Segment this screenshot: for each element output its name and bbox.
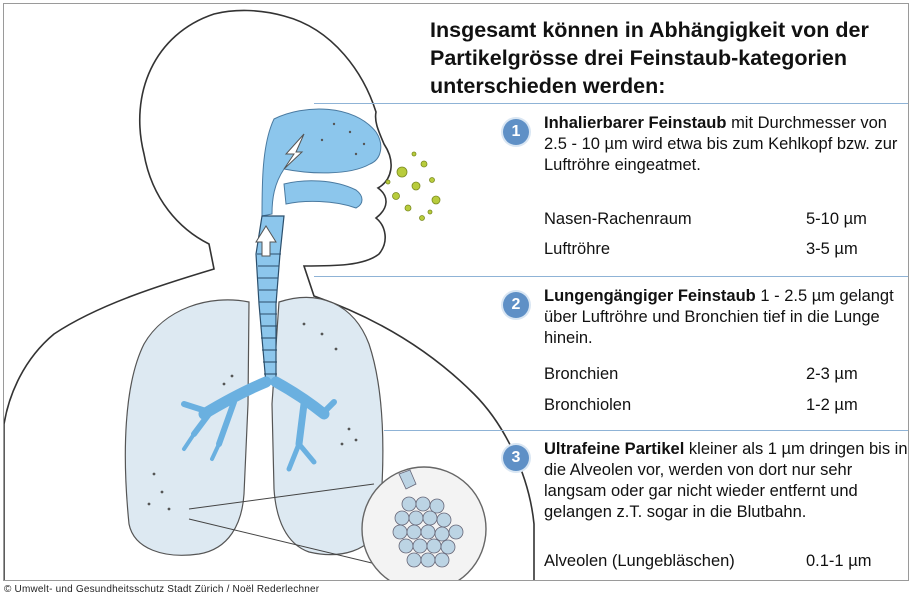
deposition-site: Nasen-Rachenraum: [544, 208, 692, 230]
deposition-site: Luftröhre: [544, 238, 610, 260]
deposition-row: Bronchien 2-3 µm: [544, 363, 904, 385]
category-name: Inhalierbarer Feinstaub: [544, 114, 726, 132]
divider-line: [314, 276, 909, 277]
particle-size: 3-5 µm: [806, 238, 858, 260]
category-number-badge: 2: [503, 292, 529, 318]
deposition-row: Alveolen (Lungebläschen) 0.1-1 µm: [544, 550, 904, 572]
category-number-badge: 1: [503, 119, 529, 145]
deposition-site: Alveolen (Lungebläschen): [544, 550, 735, 572]
deposition-site: Bronchien: [544, 363, 618, 385]
category-description: Inhalierbarer Feinstaub mit Durchmesser …: [544, 113, 906, 176]
copyright-credit: © Umwelt- und Gesundheitsschutz Stadt Zü…: [4, 584, 319, 595]
divider-line: [384, 430, 909, 431]
particle-size: 0.1-1 µm: [806, 550, 871, 572]
particle-size: 5-10 µm: [806, 208, 867, 230]
diagram-frame: Insgesamt können in Abhängigkeit von der…: [3, 3, 909, 581]
deposition-row: Nasen-Rachenraum 5-10 µm: [544, 208, 904, 230]
deposition-row: Bronchiolen 1-2 µm: [544, 394, 904, 416]
category-name: Lungengängiger Feinstaub: [544, 287, 756, 305]
category-description: Lungengängiger Feinstaub 1 - 2.5 µm gela…: [544, 286, 908, 349]
particle-size: 1-2 µm: [806, 394, 858, 416]
diagram-title: Insgesamt können in Abhängigkeit von der…: [430, 16, 900, 100]
deposition-site: Bronchiolen: [544, 394, 631, 416]
particle-cloud: [386, 152, 440, 221]
divider-line: [314, 103, 909, 104]
category-description: Ultrafeine Partikel kleiner als 1 µm dri…: [544, 439, 908, 523]
category-number-badge: 3: [503, 445, 529, 471]
particle-size: 2-3 µm: [806, 363, 858, 385]
deposition-row: Luftröhre 3-5 µm: [544, 238, 904, 260]
category-name: Ultrafeine Partikel: [544, 440, 684, 458]
